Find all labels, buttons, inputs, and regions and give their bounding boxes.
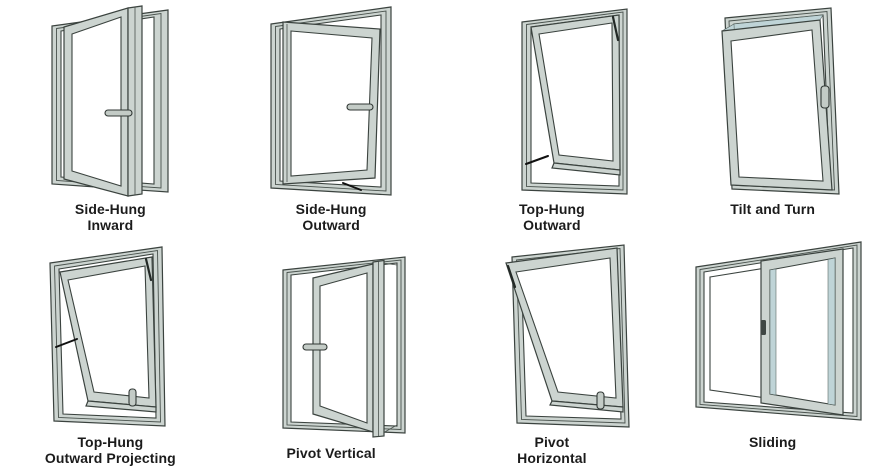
window-handle [346,103,374,111]
label-line-2: Outward [523,217,581,233]
window-sash [63,5,143,197]
window-card-side-hung-inward: Side-Hung Inward [0,0,221,235]
window-card-tilt-and-turn: Tilt and Turn [662,0,883,235]
sliding-panel [760,248,844,416]
stay-arm [55,338,79,348]
stay-arm [342,182,363,191]
window-sash [282,21,381,191]
label-line-1: Pivot Vertical [286,445,376,461]
window-card-top-hung-outward: Top-Hung Outward [442,0,663,235]
sliding-handle [760,320,766,335]
label-line-1: Tilt and Turn [730,201,816,217]
window-card-top-hung-outward-projecting: Top-Hung Outward Projecting [0,235,221,470]
pivot-horizontal-diagram [505,244,630,428]
top-hung-outward-projecting-diagram [49,246,166,427]
window-sash [720,14,833,191]
pivot-vertical-diagram [282,256,406,438]
label-line-1: Side-Hung [74,201,146,217]
label-line-1: Top-Hung [77,434,144,450]
top-hung-outward-diagram [521,8,628,195]
window-handle [104,109,133,117]
window-sash [302,259,398,438]
label-line-2: Inward [87,217,134,233]
window-sash [55,256,157,413]
fixed-panel [709,267,767,399]
glass-edge-tint [769,268,776,396]
label-line-2: Outward [302,217,360,233]
glass-edge-tint [827,257,835,406]
window-type-label: Pivot Horizontal [517,434,586,466]
label-line-2: Outward Projecting [44,450,176,466]
window-handle [596,391,605,410]
window-handle [128,388,137,407]
label-line-1: Pivot [534,434,570,450]
window-type-label: Side-Hung Inward [75,201,146,233]
label-line-1: Sliding [748,434,797,450]
window-card-side-hung-outward: Side-Hung Outward [221,0,442,235]
window-type-label: Side-Hung Outward [296,201,367,233]
window-type-label: Tilt and Turn [730,201,815,217]
window-type-label: Top-Hung Outward Projecting [45,434,176,466]
side-hung-inward-diagram [51,5,169,197]
side-hung-outward-diagram [270,6,392,196]
tilt-and-turn-diagram [720,7,840,195]
window-handle [302,343,328,351]
window-card-pivot-vertical: Pivot Vertical [221,235,442,470]
label-line-1: Top-Hung [518,201,585,217]
window-type-label: Sliding [749,434,796,450]
label-line-1: Side-Hung [295,201,367,217]
sliding-diagram [695,241,862,421]
window-card-sliding: Sliding [662,235,883,470]
window-type-label: Pivot Vertical [286,445,375,461]
label-line-2: Horizontal [517,450,587,466]
window-handle [820,85,830,109]
window-card-pivot-horizontal: Pivot Horizontal [442,235,663,470]
window-sash [524,14,621,176]
window-sash [505,247,624,413]
stay-arm [524,155,549,165]
window-type-label: Top-Hung Outward [519,201,585,233]
